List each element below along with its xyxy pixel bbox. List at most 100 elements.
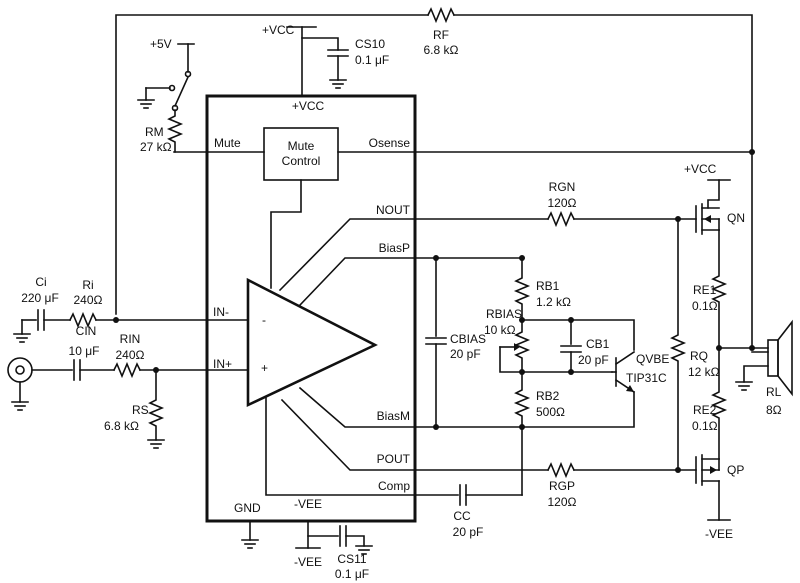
rin-resistor	[112, 361, 142, 379]
rf-name: RF	[433, 28, 449, 42]
re1-value: 0.1Ω	[692, 299, 718, 313]
re2-resistor	[710, 347, 728, 460]
vee-right-label: -VEE	[705, 527, 733, 541]
input-jack-icon[interactable]	[7, 357, 33, 383]
rgn-name: RGN	[549, 180, 576, 194]
ic-vee-pin-label: -VEE	[294, 497, 322, 511]
junction-inm	[113, 317, 119, 323]
vee-bottom-label: -VEE	[294, 555, 322, 569]
ic-pout-pin-label: POUT	[377, 452, 411, 466]
cin-name: CIN	[76, 324, 97, 338]
wire-cs10	[301, 37, 339, 51]
rb2-resistor	[513, 371, 531, 428]
qn-mosfet-icon	[695, 203, 720, 235]
rb2-value: 500Ω	[536, 405, 565, 419]
rs-value: 6.8 kΩ	[104, 419, 139, 433]
rb1-resistor	[513, 257, 531, 321]
ground-icon	[241, 539, 259, 549]
rgn-resistor	[546, 210, 576, 228]
rm-value: 27 kΩ	[140, 140, 172, 154]
wire-biasp-internal	[298, 257, 416, 307]
cs11-value: 0.1 μF	[335, 567, 369, 581]
wire-biasm-internal	[298, 386, 416, 428]
rm-resistor	[166, 109, 184, 153]
cbias-name: CBIAS	[450, 332, 486, 346]
re1-name: RE1	[693, 283, 717, 297]
ic-nout-pin-label: NOUT	[376, 203, 411, 217]
op-amp-triangle	[246, 277, 378, 408]
rq-name: RQ	[690, 349, 708, 363]
rl-name: RL	[766, 385, 782, 399]
ic-mute-pin-label: Mute	[214, 136, 241, 150]
rb1-name: RB1	[536, 279, 560, 293]
cb1-value: 20 pF	[578, 353, 609, 367]
cs10-name: CS10	[355, 37, 385, 51]
wire-qvbe-emitter	[521, 391, 635, 428]
cs10-value: 0.1 μF	[355, 53, 389, 67]
wire-rf-right	[453, 14, 753, 349]
ri-resistor	[68, 311, 98, 329]
rgp-resistor	[546, 461, 576, 479]
ground-icon	[735, 381, 753, 391]
cc-name: CC	[453, 509, 471, 523]
junction-output-right	[749, 345, 755, 351]
ground-icon	[329, 79, 347, 89]
ic-biasp-pin-label: BiasP	[379, 241, 410, 255]
ic-inm-pin-label: IN-	[213, 305, 229, 319]
rgp-name: RGP	[549, 479, 575, 493]
mute-control-label-2: Control	[282, 154, 321, 168]
ci-value: 220 μF	[21, 291, 59, 305]
wire-nout-internal	[278, 218, 416, 292]
speaker-icon	[767, 319, 793, 397]
ground-icon	[355, 545, 373, 555]
rb1-value: 1.2 kΩ	[536, 295, 571, 309]
ri-name: Ri	[82, 278, 93, 292]
op-amp-minus-sign: -	[262, 313, 266, 327]
ic-osense-pin-label: Osense	[369, 136, 411, 150]
ground-icon	[147, 439, 165, 449]
op-amp-plus-sign: +	[261, 361, 268, 375]
wire-qn-drain	[707, 179, 720, 209]
vcc-right-label: +VCC	[684, 162, 717, 176]
cb1-name: CB1	[586, 337, 610, 351]
re2-value: 0.1Ω	[692, 419, 718, 433]
wire-comp-internal	[265, 397, 416, 496]
ri-value: 240Ω	[74, 293, 103, 307]
mute-switch-arm[interactable]	[173, 75, 190, 108]
ic-vcc-pin-label: +VCC	[292, 99, 325, 113]
cbias-value: 20 pF	[450, 347, 481, 361]
ground-icon	[137, 87, 155, 109]
rbias-value: 10 kΩ	[484, 323, 516, 337]
wire-cs11-ground	[345, 535, 365, 547]
cin-value: 10 μF	[69, 344, 100, 358]
rm-name: RM	[145, 125, 164, 139]
rq-value: 12 kΩ	[688, 365, 720, 379]
qvbe-value: TIP31C	[626, 371, 667, 385]
rl-value: 8Ω	[766, 403, 782, 417]
ic-biasm-pin-label: BiasM	[377, 409, 410, 423]
ground-icon	[13, 319, 31, 343]
ic-gnd-pin-label: GND	[234, 501, 261, 515]
rq-resistor	[669, 218, 687, 471]
qvbe-name: QVBE	[636, 352, 669, 366]
rs-resistor	[147, 369, 165, 441]
wire-rb1-qvbe	[521, 319, 635, 351]
wire-rbias-wiper	[499, 346, 523, 373]
qp-name: QP	[727, 463, 744, 477]
wire-pout-internal	[280, 398, 416, 471]
qn-name: QN	[727, 211, 745, 225]
ic-comp-pin-label: Comp	[378, 479, 410, 493]
rb2-name: RB2	[536, 389, 560, 403]
cc-value: 20 pF	[453, 525, 484, 539]
qp-mosfet-icon	[695, 454, 720, 486]
wire-mute-to-amp	[270, 179, 302, 289]
qvbe-transistor-icon	[611, 350, 636, 394]
junction-rb1-top	[519, 255, 525, 261]
ci-name: Ci	[35, 275, 46, 289]
rgn-value: 120Ω	[548, 196, 577, 210]
rs-name: RS	[132, 403, 149, 417]
ground-icon	[11, 381, 29, 411]
input-jack-center-icon	[15, 365, 25, 375]
mute-control-label-1: Mute	[288, 139, 315, 153]
